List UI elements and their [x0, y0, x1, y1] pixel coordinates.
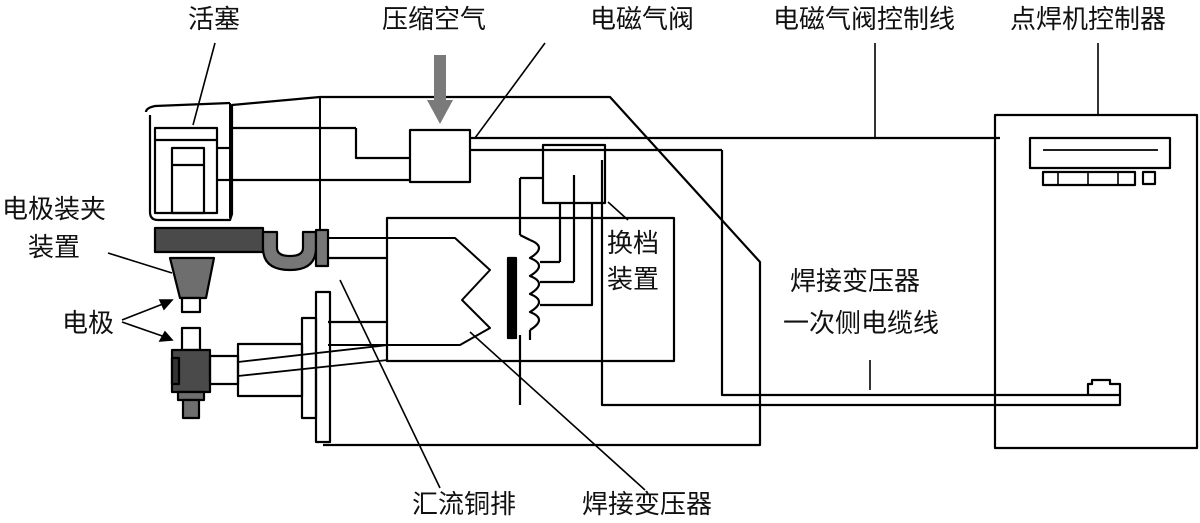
- upper-electrode-arm: [153, 226, 265, 254]
- solenoid-valve-box: [408, 128, 472, 184]
- label-spot-welder-controller: 点焊机控制器: [1010, 5, 1166, 35]
- label-compressed-air: 压缩空气: [382, 5, 486, 35]
- housing-inner-outline: [144, 101, 231, 113]
- lower-electrode-tip: [180, 326, 202, 352]
- lower-electrode-arm: [208, 354, 240, 386]
- label-electrode: 电极: [62, 309, 114, 339]
- primary-cable: [720, 150, 1122, 397]
- label-tap-changer-1: 换档: [607, 229, 659, 259]
- label-welding-transformer: 焊接变压器: [582, 490, 712, 520]
- transformer-core: [506, 256, 518, 340]
- upper-electrode-tip: [180, 296, 202, 314]
- label-valve-control-line: 电磁气阀控制线: [773, 5, 955, 35]
- secondary-winding: [328, 237, 491, 346]
- label-primary-cable-1: 焊接变压器: [790, 267, 920, 297]
- label-primary-cable-2: 一次侧电缆线: [783, 309, 939, 339]
- label-solenoid-valve: 电磁气阀: [590, 5, 694, 35]
- compressed-air-arrow: [427, 55, 453, 124]
- transformer-enclosure: [385, 216, 676, 363]
- label-piston: 活塞: [188, 5, 240, 35]
- primary-coil: [528, 238, 541, 331]
- label-electrode-clamp-2: 装置: [28, 233, 80, 263]
- label-busbar: 汇流铜排: [412, 490, 516, 520]
- label-electrode-clamp-1: 电极装夹: [2, 195, 106, 225]
- upper-busbar-loop: [261, 230, 318, 272]
- controller-buttons: [1041, 170, 1137, 187]
- controller-display: [1028, 136, 1172, 170]
- electrode-arrows: [121, 299, 174, 342]
- upper-electrode-holder: [168, 256, 216, 300]
- controller-box: [993, 113, 1199, 450]
- label-tap-changer-2: 装置: [607, 265, 659, 295]
- cylinder-housing: [148, 95, 762, 447]
